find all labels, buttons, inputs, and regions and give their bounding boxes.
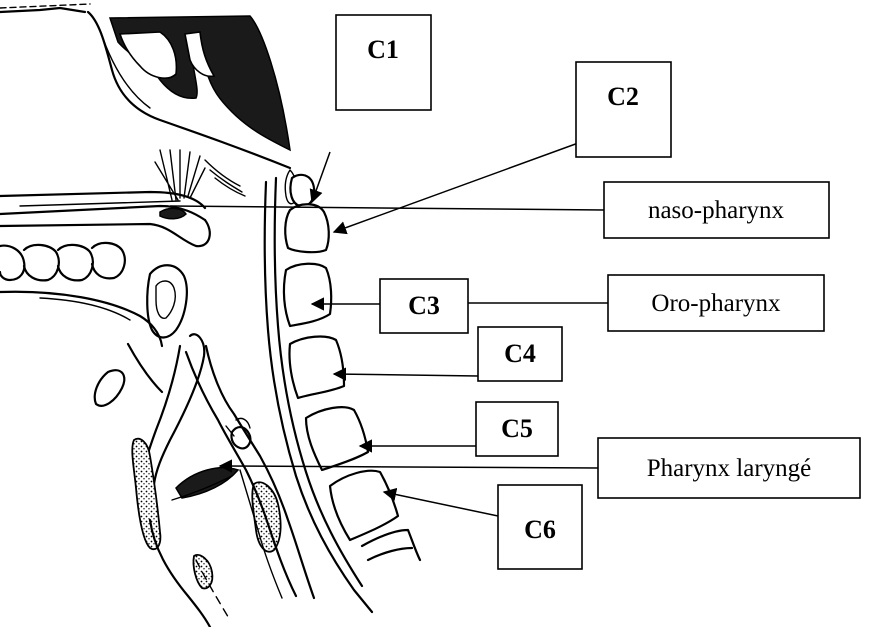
label-laryngopharynx: Pharynx laryngé xyxy=(598,438,860,498)
label-oropharynx: Oro-pharynx xyxy=(608,275,824,331)
hyoid-and-thyroid-cartilage xyxy=(132,439,280,589)
vertebra-c1 xyxy=(290,175,314,206)
tongue xyxy=(0,265,187,346)
label-c5: C5 xyxy=(476,402,558,456)
label-nasopharynx: naso-pharynx xyxy=(604,182,829,238)
pointer-c4 xyxy=(334,374,478,376)
label-c1-text: C1 xyxy=(367,35,399,64)
label-c2-text: C2 xyxy=(607,82,639,111)
label-c6: C6 xyxy=(498,485,582,569)
label-nasopharynx-text: naso-pharynx xyxy=(648,197,785,224)
vertebra-c6 xyxy=(330,471,398,540)
label-c1: C1 xyxy=(336,15,431,110)
vertebra-c4 xyxy=(289,337,344,398)
label-c4-text: C4 xyxy=(504,339,536,368)
label-c3: C3 xyxy=(380,279,468,333)
label-c3-text: C3 xyxy=(408,291,440,320)
pointer-nasopharynx xyxy=(170,206,604,210)
vertebra-c5 xyxy=(306,407,368,470)
label-laryngopharynx-text: Pharynx laryngé xyxy=(647,455,812,482)
pointer-c2 xyxy=(334,138,592,232)
label-c4: C4 xyxy=(478,327,562,381)
trachea-esophagus-walls xyxy=(150,346,314,627)
pointer-laryngopharynx xyxy=(220,466,598,468)
label-c5-text: C5 xyxy=(501,414,533,443)
label-oropharynx-text: Oro-pharynx xyxy=(651,290,781,317)
vertebra-c3 xyxy=(284,264,331,326)
mandible xyxy=(95,344,162,406)
label-c6-text: C6 xyxy=(524,515,556,544)
vertebra-c2 xyxy=(285,204,329,252)
sphenoid-sinus xyxy=(110,16,290,150)
pointer-c6 xyxy=(384,492,498,516)
label-c2: C2 xyxy=(576,62,671,157)
teeth xyxy=(0,243,125,280)
pointer-c1 xyxy=(312,152,330,202)
